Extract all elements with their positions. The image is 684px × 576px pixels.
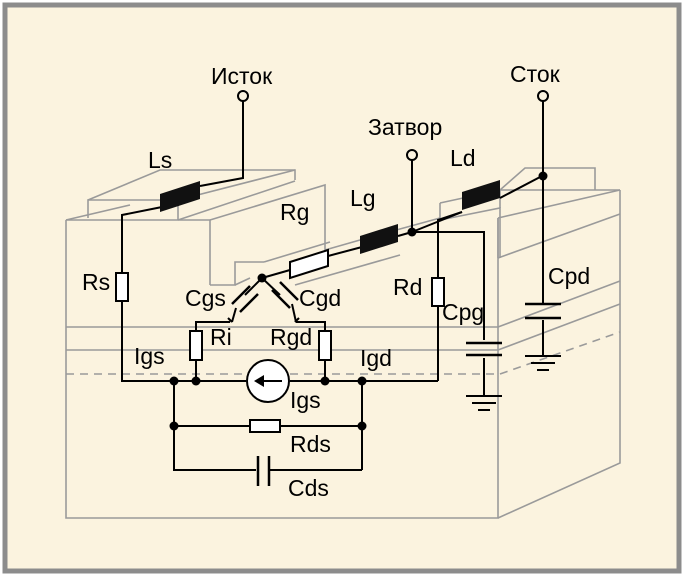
resistor-rds bbox=[249, 419, 281, 433]
dashed-boundary-line-side bbox=[499, 331, 621, 375]
label-rds: Rds bbox=[290, 431, 331, 457]
label-rgd: Rgd bbox=[270, 324, 312, 350]
resistor-rd bbox=[431, 277, 445, 307]
label-ri: Ri bbox=[210, 324, 232, 350]
capacitor-cgs bbox=[231, 285, 259, 313]
ground-icon-cpd bbox=[525, 355, 561, 371]
source-terminal-icon bbox=[237, 90, 249, 102]
label-igd: Igd bbox=[360, 345, 392, 371]
ground-icon-cpg bbox=[466, 395, 502, 411]
label-lg: Lg bbox=[350, 185, 376, 211]
label-rg: Rg bbox=[280, 199, 309, 225]
label-cds: Cds bbox=[288, 475, 329, 501]
device-body-outline bbox=[65, 167, 621, 519]
capacitor-cds bbox=[256, 456, 271, 486]
label-ls: Ls bbox=[148, 147, 172, 173]
resistor-rgd bbox=[318, 330, 332, 361]
capacitor-cpg bbox=[466, 341, 502, 357]
inductor-lg bbox=[360, 224, 398, 254]
inductor-ls bbox=[160, 181, 200, 212]
label-igs-left: Igs bbox=[134, 343, 165, 369]
label-rd: Rd bbox=[393, 274, 422, 300]
current-source-icon bbox=[246, 359, 290, 403]
capacitor-cgd bbox=[271, 281, 299, 309]
label-cpg: Cpg bbox=[442, 299, 484, 325]
drain-terminal-icon bbox=[537, 90, 549, 102]
label-gate-terminal: Затвор bbox=[368, 114, 442, 140]
label-drain-terminal: Сток bbox=[510, 61, 561, 87]
label-rs: Rs bbox=[82, 269, 110, 295]
resistor-rg bbox=[289, 248, 329, 280]
circuit-wires bbox=[121, 98, 544, 471]
resistor-rs bbox=[115, 272, 129, 302]
label-cpd: Cpd bbox=[548, 263, 590, 289]
resistor-ri bbox=[189, 330, 203, 361]
capacitor-cpd bbox=[525, 302, 561, 320]
junction-dots bbox=[169, 171, 548, 431]
label-cgs: Cgs bbox=[185, 285, 226, 311]
label-source-terminal: Исток bbox=[211, 63, 273, 89]
label-igs-source: Igs bbox=[290, 387, 321, 413]
label-cgd: Cgd bbox=[299, 285, 341, 311]
inductor-ld bbox=[462, 180, 500, 210]
gate-terminal-icon bbox=[406, 149, 418, 161]
label-ld: Ld bbox=[450, 145, 476, 171]
